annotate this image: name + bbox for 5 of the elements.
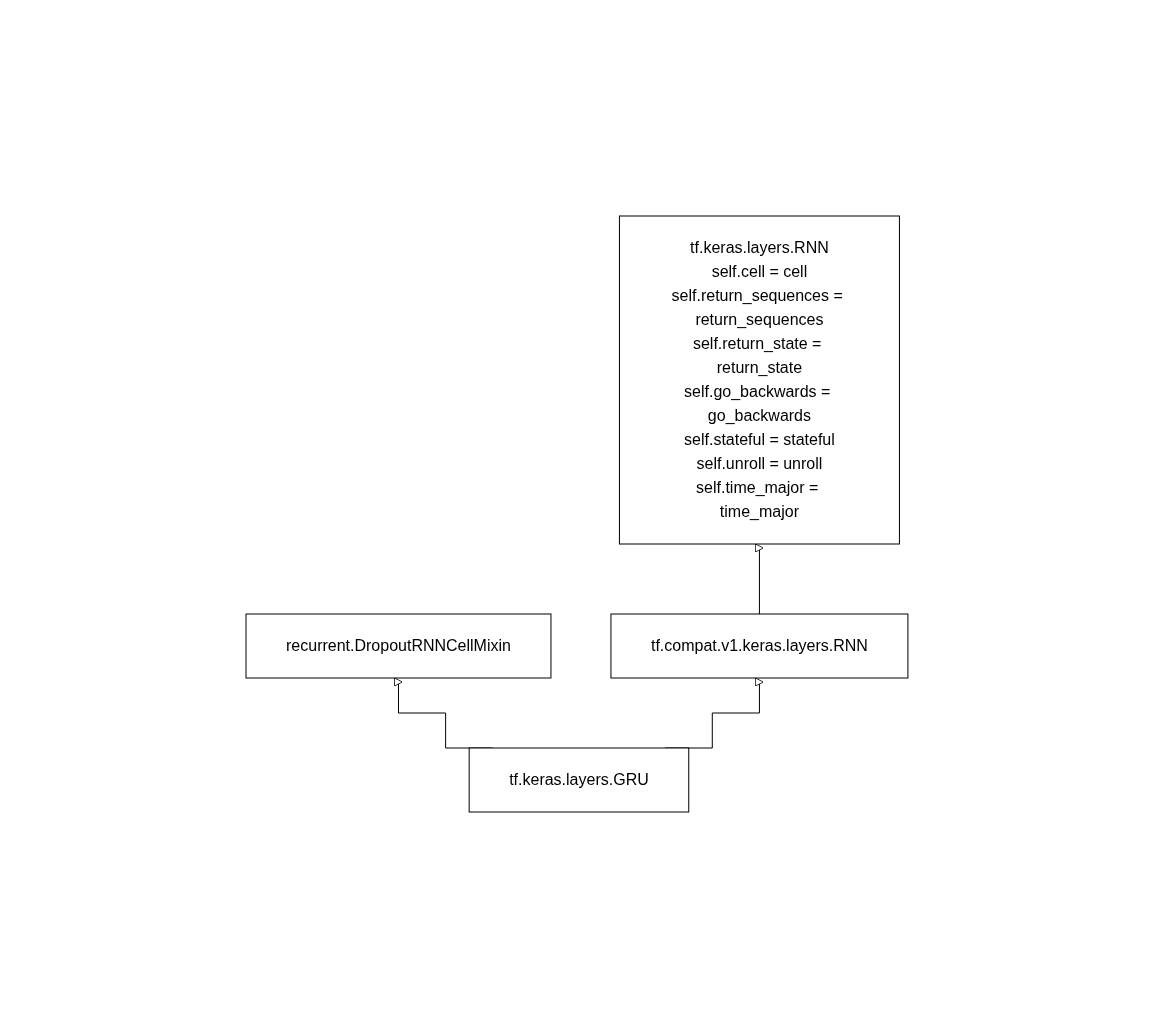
node-box: tf.compat.v1.keras.layers.RNN: [610, 613, 909, 678]
node-box: tf.keras.layers.RNN self.cell = cell self.return_sequences = return_sequences self.return_state = return_state self.go_backwards = go_backwards self.stateful = stateful self.unroll = unroll self.time_major = time_major: [619, 215, 900, 544]
node-box: recurrent.DropoutRNNCellMixin: [245, 613, 552, 678]
node-box: tf.keras.layers.GRU: [468, 747, 690, 812]
arrow: [755, 543, 764, 614]
